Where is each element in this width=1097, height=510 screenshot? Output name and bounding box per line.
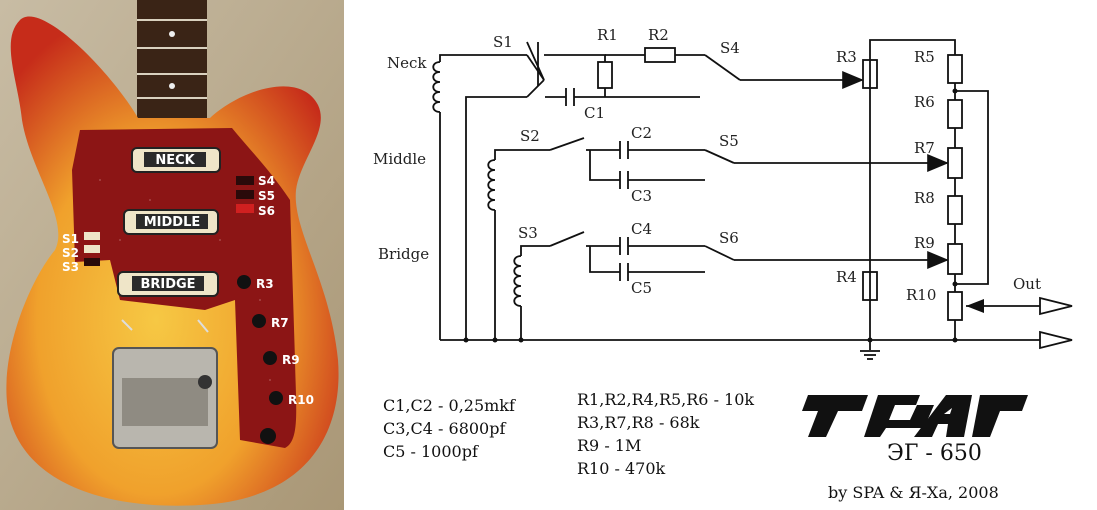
- pot-label-r3: R3: [256, 277, 274, 291]
- bridge-pickup: BRIDGE: [117, 271, 219, 297]
- label-s1: S1: [493, 33, 513, 51]
- switches-s4-s6: S4 S5 S6: [236, 174, 275, 218]
- label-c2: C2: [631, 124, 652, 142]
- switch-label-s5: S5: [258, 189, 275, 203]
- switch-label-s1: S1: [62, 232, 79, 246]
- legend-resistor-line: R1,R2,R4,R5,R6 - 10k: [577, 390, 754, 409]
- label-bridge: Bridge: [378, 245, 429, 263]
- legend-resistor-line: R3,R7,R8 - 68k: [577, 413, 700, 432]
- label-s2: S2: [520, 127, 540, 145]
- pot-label-r10: R10: [288, 393, 314, 407]
- model-name: ЭГ - 650: [887, 441, 982, 466]
- legend-resistor-line: R10 - 470k: [577, 459, 666, 478]
- label-out: Out: [1013, 275, 1041, 293]
- label-c3: C3: [631, 187, 652, 205]
- neck-pickup: NECK: [131, 147, 221, 173]
- neck-coil: [432, 61, 441, 113]
- pot-label-r7: R7: [271, 316, 289, 330]
- bridge-coil: [513, 255, 522, 307]
- label-c4: C4: [631, 220, 652, 238]
- label-neck: Neck: [387, 54, 427, 72]
- label-r1: R1: [597, 26, 618, 44]
- resistor-legend: R1,R2,R4,R5,R6 - 10k R3,R7,R8 - 68k R9 -…: [577, 390, 754, 478]
- legend-caps-line: C1,C2 - 0,25mkf: [383, 396, 516, 415]
- label-middle: Middle: [373, 150, 426, 168]
- label-r5: R5: [914, 48, 935, 66]
- label-r6: R6: [914, 93, 935, 111]
- label-r10: R10: [906, 286, 936, 304]
- label-r8: R8: [914, 189, 935, 207]
- label-s5: S5: [719, 132, 739, 150]
- label-r9: R9: [914, 234, 935, 252]
- switch-label-s2: S2: [62, 246, 79, 260]
- pickup-label-middle: MIDDLE: [144, 215, 201, 230]
- label-s3: S3: [518, 224, 538, 242]
- pickup-label-bridge: BRIDGE: [140, 277, 195, 292]
- label-s6: S6: [719, 229, 739, 247]
- label-r2: R2: [648, 26, 669, 44]
- switch-label-s6: S6: [258, 204, 275, 218]
- guitar-photo: NECK MIDDLE BRIDGE S4 S5 S6 S1 S2 S3 R3 …: [0, 0, 344, 510]
- legend-caps-line: C5 - 1000pf: [383, 442, 479, 461]
- switch-label-s4: S4: [258, 174, 275, 188]
- label-c1: C1: [584, 104, 605, 122]
- capacitor-legend: C1,C2 - 0,25mkf C3,C4 - 6800pf C5 - 1000…: [383, 396, 516, 461]
- pickup-label-neck: NECK: [155, 153, 195, 168]
- pot-label-r9: R9: [282, 353, 300, 367]
- switch-label-s3: S3: [62, 260, 79, 274]
- label-r4: R4: [836, 268, 857, 286]
- middle-pickup: MIDDLE: [123, 209, 219, 235]
- legend-caps-line: C3,C4 - 6800pf: [383, 419, 506, 438]
- label-s4: S4: [720, 39, 740, 57]
- legend-resistor-line: R9 - 1M: [577, 436, 641, 455]
- label-r3: R3: [836, 48, 857, 66]
- switches-s1-s3: S1 S2 S3: [62, 232, 100, 274]
- credit-line: by SPA & Я-Ха, 2008: [828, 483, 999, 502]
- guitar-neck: [137, 0, 207, 140]
- label-c5: C5: [631, 279, 652, 297]
- tremolo-bridge: [112, 347, 218, 449]
- ural-logo: [802, 395, 1028, 437]
- pots: R3 R7 R9 R10: [237, 275, 314, 444]
- label-r7: R7: [914, 139, 935, 157]
- middle-coil: [487, 159, 496, 211]
